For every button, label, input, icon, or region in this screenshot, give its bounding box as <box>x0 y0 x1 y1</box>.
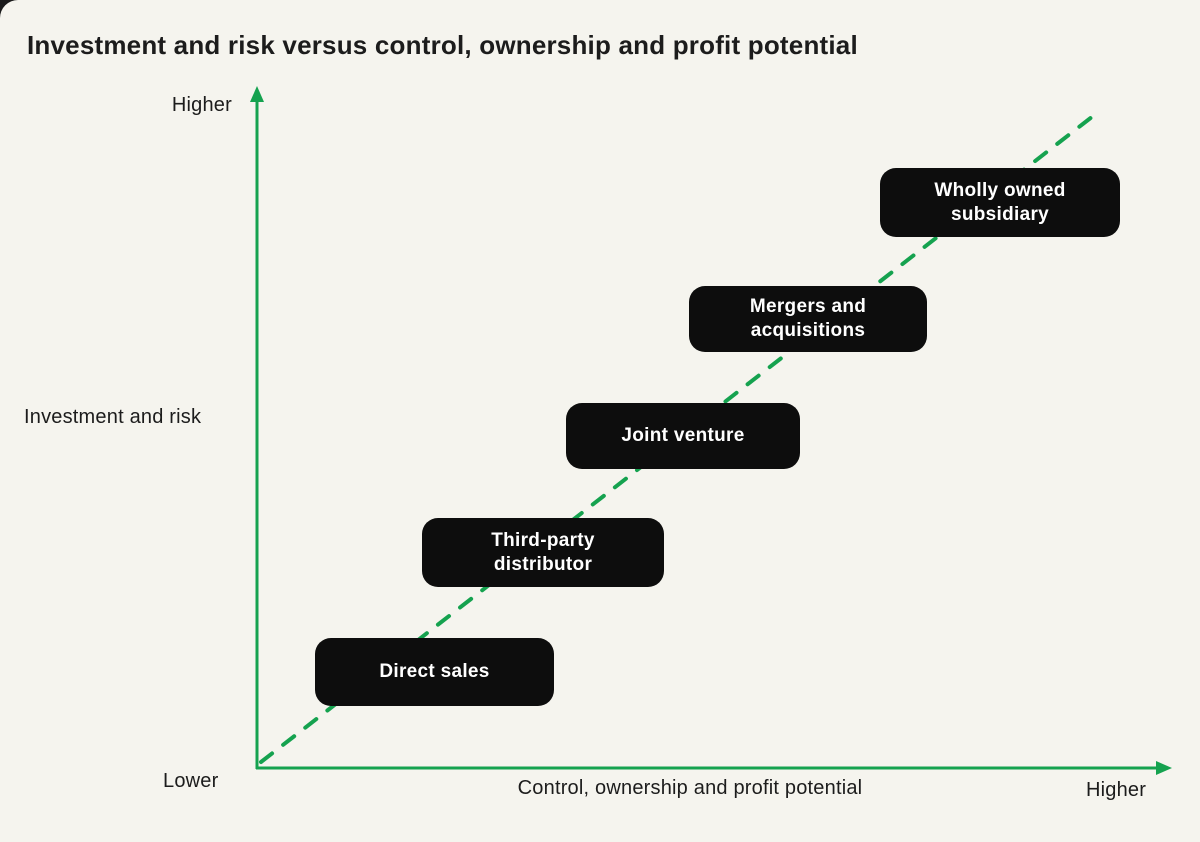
box-direct-sales: Direct sales <box>315 638 554 706</box>
y-axis-higher-label: Higher <box>171 94 232 116</box>
box-third-party-distributor: Third-party distributor <box>422 518 664 587</box>
x-axis-higher-label: Higher <box>1086 779 1147 801</box>
y-axis-title: Investment and risk <box>24 406 202 428</box>
y-axis-lower-label: Lower <box>163 770 219 792</box>
x-axis-arrowhead-icon <box>1156 761 1172 775</box>
box-joint-venture: Joint venture <box>566 403 800 469</box>
x-axis-title: Control, ownership and profit potential <box>517 777 863 799</box>
chart-title: Investment and risk versus control, owne… <box>27 30 858 60</box>
y-axis-arrowhead-icon <box>250 86 264 102</box>
box-mergers-and-acquisitions: Mergers and acquisitions <box>689 286 927 352</box>
box-wholly-owned-subsidiary: Wholly owned subsidiary <box>880 168 1120 237</box>
